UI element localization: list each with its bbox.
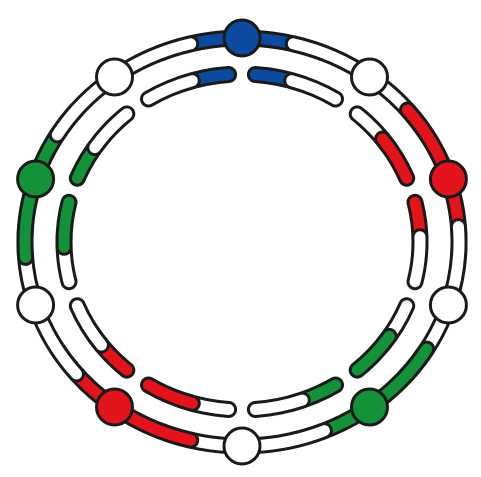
chain-link-inner-a-bottom-left	[149, 385, 193, 403]
chain-link-inner-a-left-upper	[64, 202, 69, 247]
chain-link-inner-a-bottom	[255, 400, 302, 409]
bead-left-lower	[18, 287, 54, 323]
link-back-layer	[25, 38, 459, 446]
chain-link-inner-a-top-right	[292, 81, 336, 99]
bead-top-right	[352, 59, 388, 95]
bead-right-lower	[430, 287, 466, 323]
chain-link-inner-a-top-left	[95, 114, 127, 148]
bead-right-upper	[430, 161, 466, 197]
chain-link-inner-a-left-upper-fill	[64, 202, 69, 247]
chain-link-inner-a-right-lower	[415, 237, 420, 282]
bead-bottom-right	[352, 389, 388, 425]
chain-link-inner-a-right-upper	[383, 139, 407, 178]
bead-bottom-left	[97, 389, 133, 425]
bead-top-left	[97, 59, 133, 95]
link-front-layer	[64, 75, 420, 410]
bead-layer	[18, 20, 467, 464]
bead-left-upper	[18, 161, 54, 197]
bead-top	[224, 20, 260, 56]
chain-link-inner-a-bottom-right	[357, 336, 389, 370]
chain-link-inner-a-left-lower	[77, 306, 101, 345]
bead-bottom	[224, 428, 260, 464]
chain-link-inner-a-right-lower-fill	[415, 237, 420, 282]
chain-link-inner-b-top-left	[149, 81, 193, 99]
